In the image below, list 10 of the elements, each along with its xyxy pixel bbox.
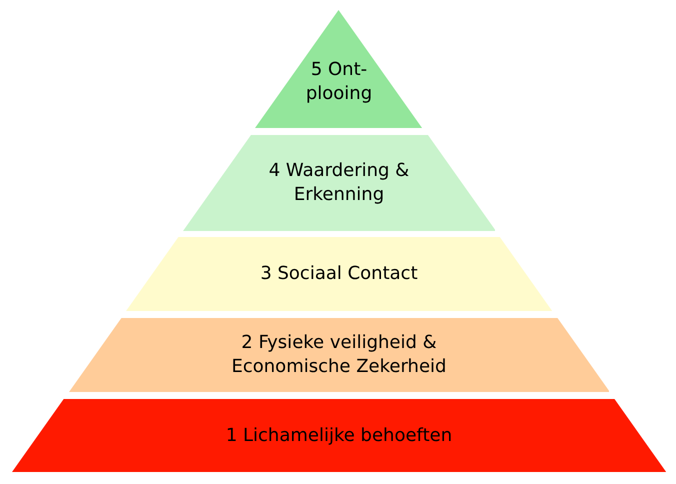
pyramid-tier [68, 318, 610, 392]
pyramid-tier [255, 10, 423, 128]
tier-label: 5 Ont- plooing [304, 58, 374, 106]
tier-label: 2 Fysieke veiligheid & Economische Zekerheid [230, 331, 448, 379]
pyramid-tier [12, 399, 666, 472]
tier-label: 4 Waardering & Erkenning [268, 159, 410, 207]
tier-label: 1 Lichamelijke behoeften [224, 424, 454, 448]
pyramid-tier [182, 135, 496, 231]
pyramid-tier [126, 237, 552, 311]
tier-label: 3 Sociaal Contact [259, 262, 419, 286]
